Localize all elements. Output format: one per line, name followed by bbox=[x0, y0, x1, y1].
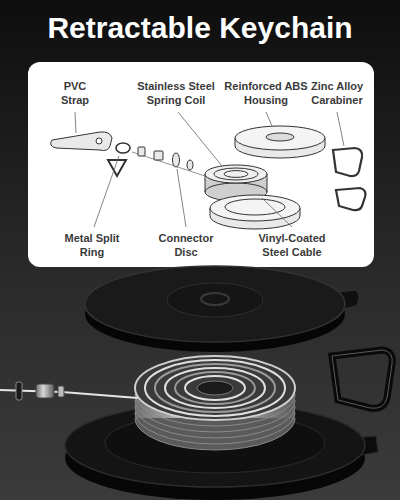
part-label: Connector Disc bbox=[149, 232, 223, 260]
strap-hole bbox=[96, 138, 102, 144]
cable-stopper bbox=[16, 382, 22, 400]
lid-logo bbox=[201, 293, 229, 305]
cable-connector bbox=[58, 386, 64, 397]
title: Retractable Keychain bbox=[0, 10, 400, 46]
connector-disc-part bbox=[187, 160, 193, 170]
spring-edge bbox=[267, 174, 268, 192]
connector-piece bbox=[138, 147, 145, 156]
lid-emblem-ring bbox=[167, 283, 263, 317]
carabiner bbox=[332, 350, 392, 408]
part-label: Zinc Alloy Carabiner bbox=[304, 80, 370, 108]
housing-top-emblem bbox=[266, 133, 294, 141]
housing-bottom-rim bbox=[225, 199, 285, 215]
spring-top bbox=[205, 165, 267, 183]
leader-line bbox=[178, 112, 222, 166]
spring-winding bbox=[214, 168, 258, 180]
coil-hub bbox=[197, 381, 233, 395]
part-label: Vinyl-Coated Steel Cable bbox=[250, 232, 334, 260]
connector-disc-part bbox=[173, 153, 180, 167]
diagram-panel bbox=[28, 62, 374, 267]
connector-piece bbox=[154, 151, 163, 160]
leader-line bbox=[94, 156, 119, 227]
part-label: Stainless Steel Spring Coil bbox=[121, 80, 231, 108]
keychain-render bbox=[0, 266, 392, 500]
carabiner-highlight bbox=[332, 350, 392, 408]
part-label: PVC Strap bbox=[49, 80, 101, 108]
carabiner-part bbox=[333, 148, 362, 176]
housing-bottom bbox=[210, 195, 300, 221]
housing-top bbox=[235, 126, 325, 150]
exploded-line-drawing bbox=[51, 126, 366, 229]
spring-winding bbox=[224, 171, 248, 178]
part-label: Metal Split Ring bbox=[55, 232, 129, 260]
spring-edge bbox=[205, 174, 206, 192]
leader-line bbox=[266, 112, 272, 126]
part-label: Reinforced ABS Housing bbox=[224, 80, 308, 108]
cable-connector bbox=[36, 384, 54, 398]
strap-part bbox=[51, 132, 112, 151]
leader-line bbox=[262, 198, 292, 227]
leader-line bbox=[177, 169, 186, 227]
coil-top bbox=[135, 356, 295, 420]
split-ring-part bbox=[116, 143, 130, 153]
lid bbox=[85, 266, 345, 342]
coil-spiral bbox=[145, 360, 285, 416]
leader-line bbox=[337, 112, 344, 146]
carabiner-part bbox=[336, 188, 365, 210]
leader-line bbox=[75, 112, 76, 133]
leader-lines bbox=[75, 112, 344, 227]
